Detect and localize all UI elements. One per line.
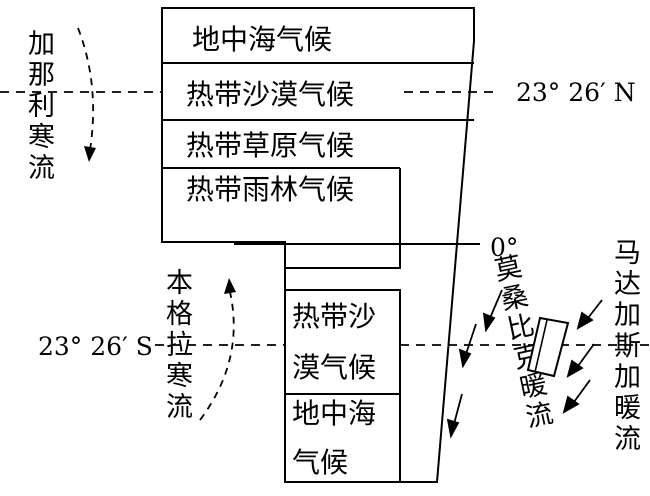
madagascar-current-label: 马 达 加 斯 加 暖 流 bbox=[614, 238, 641, 455]
current-char: 桑 bbox=[498, 281, 531, 317]
current-char: 马 bbox=[614, 238, 641, 269]
south-mediterranean-box bbox=[284, 393, 401, 483]
current-char: 莫 bbox=[492, 251, 525, 287]
current-char: 加 bbox=[614, 362, 641, 393]
zone-label-mediterranean-north: 地中海气候 bbox=[192, 23, 332, 56]
current-char: 流 bbox=[614, 424, 641, 455]
current-char: 格 bbox=[166, 299, 193, 330]
canary-current-arrow bbox=[77, 27, 95, 151]
latitude-label-south-tropic: 23° 26′ S bbox=[38, 332, 153, 361]
current-char: 那 bbox=[28, 60, 55, 91]
current-char: 流 bbox=[166, 392, 193, 423]
current-char: 加 bbox=[614, 300, 641, 331]
current-char: 暖 bbox=[614, 393, 641, 424]
current-char: 本 bbox=[166, 268, 193, 299]
canary-arrowhead bbox=[84, 146, 96, 162]
current-char: 比 bbox=[504, 310, 537, 346]
current-char: 加 bbox=[28, 29, 55, 60]
current-char: 寒 bbox=[166, 361, 193, 392]
zone-label-south-desert-line1: 热带沙 bbox=[292, 300, 376, 333]
madagascar-inner-line bbox=[534, 319, 548, 373]
latitude-label-equator: 0° bbox=[490, 233, 518, 262]
zone-label-south-mediterranean-line1: 地中海 bbox=[292, 397, 376, 430]
zone-label-south-mediterranean-line2: 气候 bbox=[292, 446, 348, 479]
current-char: 流 bbox=[28, 153, 55, 184]
rainforest-box-edge bbox=[285, 168, 401, 269]
canary-current-label: 加 那 利 寒 流 bbox=[28, 29, 55, 184]
benguela-arrowhead bbox=[224, 278, 236, 294]
current-char: 达 bbox=[614, 269, 641, 300]
current-char: 斯 bbox=[614, 331, 641, 362]
current-char: 拉 bbox=[166, 330, 193, 361]
mozambique-current-arrows bbox=[446, 289, 503, 439]
zone-label-tropical-rainforest: 热带雨林气候 bbox=[186, 173, 354, 206]
benguela-current-arrow bbox=[199, 291, 235, 421]
zone-label-tropical-desert: 热带沙漠气候 bbox=[186, 78, 354, 111]
current-char: 利 bbox=[28, 91, 55, 122]
zone-label-tropical-savanna: 热带草原气候 bbox=[186, 129, 354, 162]
current-char: 寒 bbox=[28, 122, 55, 153]
zone-label-south-desert-line2: 漠气候 bbox=[292, 351, 376, 384]
madagascar-current-arrows bbox=[562, 299, 603, 414]
latitude-label-north-tropic: 23° 26′ N bbox=[516, 78, 636, 107]
current-char: 流 bbox=[523, 398, 556, 434]
benguela-current-label: 本 格 拉 寒 流 bbox=[166, 268, 193, 423]
